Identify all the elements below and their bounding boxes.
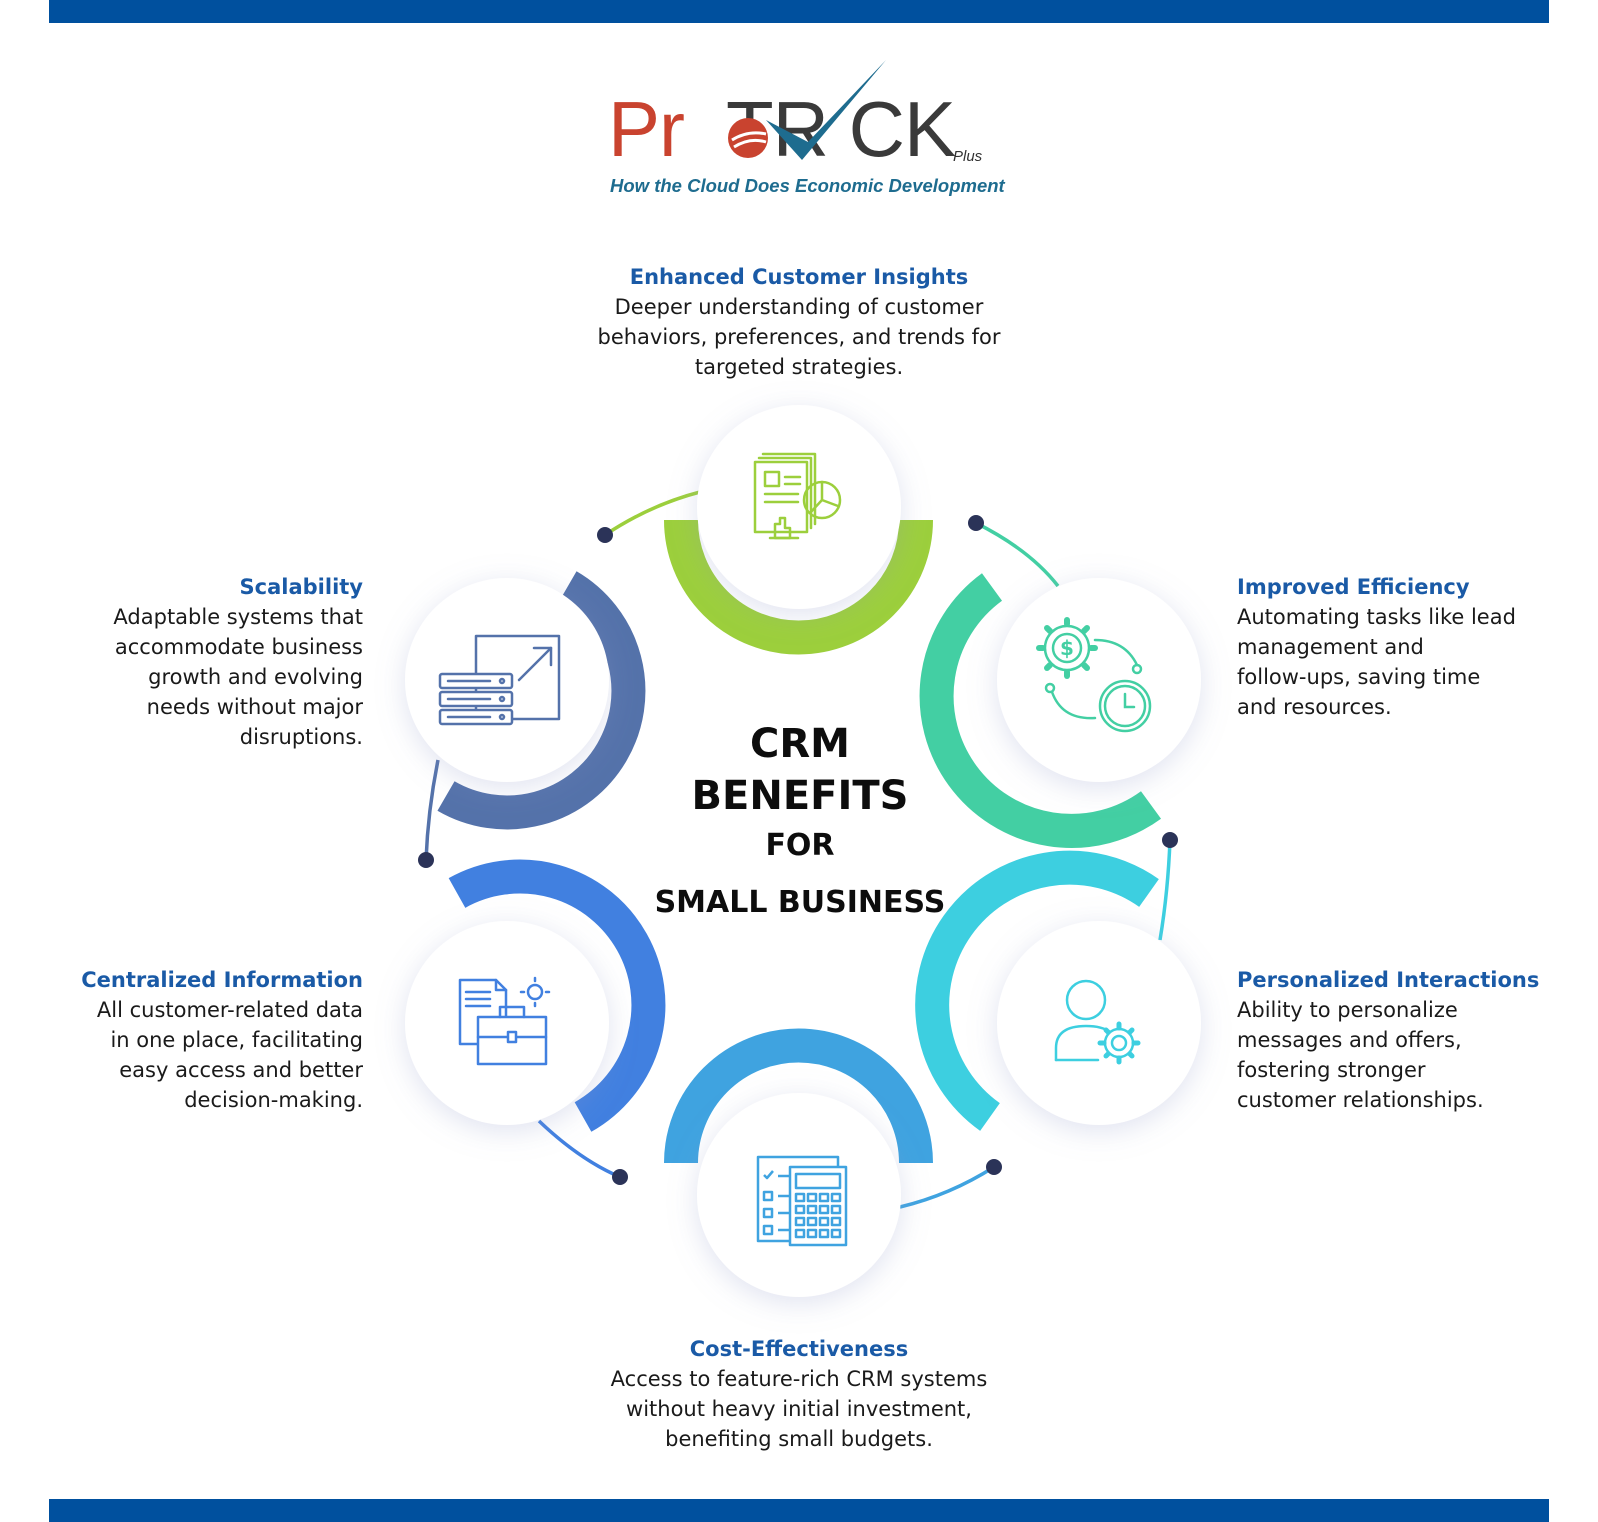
benefit-desc-line: needs without major xyxy=(146,695,363,719)
benefit-cost-effectiveness: Cost-Effectiveness Access to feature-ric… xyxy=(549,1334,1049,1454)
benefit-scalability: Scalability Adaptable systems that accom… xyxy=(40,572,363,752)
benefit-desc-line: management and xyxy=(1237,635,1424,659)
briefcase-document-icon xyxy=(458,976,551,1066)
benefit-title: Personalized Interactions xyxy=(1237,968,1540,992)
benefit-personalized-interactions: Personalized Interactions Ability to per… xyxy=(1237,965,1577,1115)
benefit-desc-line: without heavy initial investment, xyxy=(626,1397,972,1421)
benefit-desc-line: behaviors, preferences, and trends for xyxy=(597,325,1001,349)
ring-segments xyxy=(437,519,1161,1164)
center-title: CRM BENEFITS FOR SMALL BUSINESS xyxy=(610,718,990,936)
benefit-desc-line: Adaptable systems that xyxy=(113,605,363,629)
svg-text:$: $ xyxy=(1060,636,1074,660)
benefit-desc-line: targeted strategies. xyxy=(694,355,904,379)
benefit-title: Scalability xyxy=(239,575,363,599)
center-title-line4: SMALL BUSINESS xyxy=(654,885,946,920)
benefit-desc-line: follow-ups, saving time xyxy=(1237,665,1481,689)
benefit-title: Centralized Information xyxy=(81,968,363,992)
bottom-bar xyxy=(49,1499,1549,1522)
gear-dollar-clock-icon: $ xyxy=(1036,617,1152,733)
benefit-desc-line: and resources. xyxy=(1237,695,1392,719)
center-title-line3: FOR xyxy=(765,828,835,863)
center-title-line1: CRM xyxy=(750,721,850,767)
center-title-line2: BENEFITS xyxy=(691,773,909,819)
report-pie-chart-icon xyxy=(753,452,842,540)
benefit-enhanced-customer-insights: Enhanced Customer Insights Deeper unders… xyxy=(549,262,1049,382)
calculator-checklist-icon xyxy=(756,1155,848,1247)
benefit-title: Cost-Effectiveness xyxy=(689,1337,909,1361)
benefit-desc-line: disruptions. xyxy=(239,725,363,749)
benefit-desc-line: All customer-related data xyxy=(96,998,363,1022)
server-scale-icon xyxy=(438,634,561,726)
benefit-desc-line: Automating tasks like lead xyxy=(1237,605,1516,629)
benefit-desc-line: decision-making. xyxy=(184,1088,363,1112)
benefit-desc-line: in one place, facilitating xyxy=(110,1028,363,1052)
benefit-desc-line: accommodate business xyxy=(114,635,363,659)
benefit-desc-line: Deeper understanding of customer xyxy=(614,295,984,319)
benefit-title: Improved Efficiency xyxy=(1237,575,1470,599)
benefit-desc-line: customer relationships. xyxy=(1237,1088,1484,1112)
connector-lines xyxy=(424,490,1172,1209)
benefit-title: Enhanced Customer Insights xyxy=(629,265,969,289)
top-bar xyxy=(49,0,1549,23)
benefit-centralized-information: Centralized Information All customer-rel… xyxy=(20,965,363,1115)
benefit-improved-efficiency: Improved Efficiency Automating tasks lik… xyxy=(1237,572,1577,722)
logo-o-swoosh-icon xyxy=(728,118,768,158)
logo-tagline: How the Cloud Does Economic Development xyxy=(610,175,1005,196)
connector-dots xyxy=(418,515,1178,1185)
benefit-desc-line: messages and offers, xyxy=(1237,1028,1462,1052)
benefit-desc-line: growth and evolving xyxy=(148,665,363,689)
benefit-desc-line: benefiting small budgets. xyxy=(665,1427,933,1451)
benefit-desc-line: Ability to personalize xyxy=(1237,998,1458,1022)
user-gear-icon xyxy=(1054,979,1141,1065)
benefit-desc-line: Access to feature-rich CRM systems xyxy=(610,1367,988,1391)
logo-plus: Plus xyxy=(953,148,983,165)
benefit-desc-line: fostering stronger xyxy=(1237,1058,1426,1082)
benefit-desc-line: easy access and better xyxy=(119,1058,363,1082)
